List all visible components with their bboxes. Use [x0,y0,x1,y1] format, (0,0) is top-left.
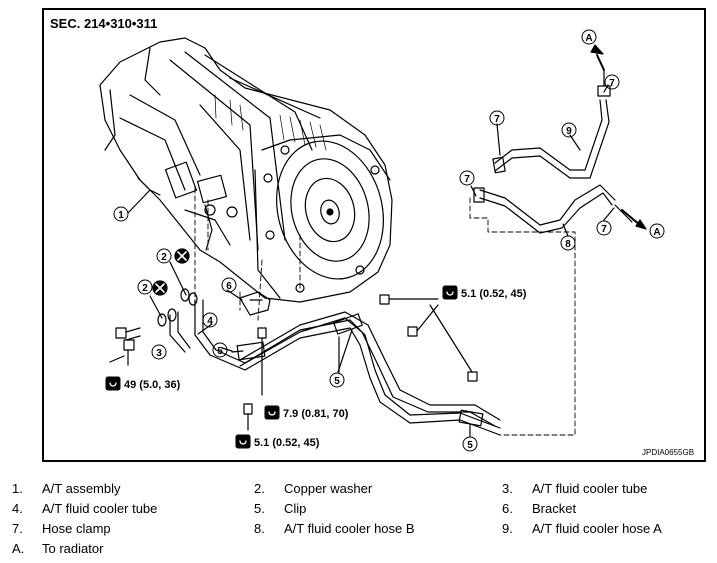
legend-key: 3. [502,481,513,496]
legend-key: 2. [254,481,265,496]
no-reuse-symbols [149,248,190,319]
callout-circle-7a [489,110,505,126]
callout-circle-5b [329,372,345,388]
legend-key: 4. [12,501,23,516]
legend-item: 5. Clip [254,501,306,516]
callout-circle-4 [202,312,218,328]
callout-4: 4 [207,316,213,327]
callout-2b: 2 [142,283,148,294]
callout-5b: 5 [334,376,340,387]
callout-5a: 5 [217,346,223,357]
callout-circle-6 [221,277,237,293]
legend-item: A. To radiator [12,541,103,556]
cooler-tubes-long [239,311,501,436]
callout-circle-1 [113,206,129,222]
legend-label: A/T fluid cooler tube [42,501,158,516]
bracket-6 [239,291,271,316]
cooler-tubes-3-4 [157,288,246,371]
torque-label-5-1-bottom: 5.1 (0.52, 45) [254,437,320,449]
legend-key: 7. [12,521,23,536]
legend-item: 2. Copper washer [254,481,372,496]
legend-item: 3. A/T fluid cooler tube [502,481,647,496]
clip-5-b [333,313,363,335]
callout-circle-2a [156,248,172,264]
callout-circle-2b [137,279,153,295]
exploded-view-diagram: 1 2 2 3 4 5 5 5 6 7 7 7 7 8 9 A A 49 (5.… [99,29,665,452]
callout-circle-a2 [649,223,665,239]
diagram-frame [42,8,706,462]
at-assembly-drawing [99,37,393,303]
callout-2a: 2 [161,252,167,263]
legend-item: 1. A/T assembly [12,481,121,496]
legend-label: A/T assembly [42,481,121,496]
callout-7a: 7 [494,114,500,125]
section-title: SEC. 214•310•311 [50,16,158,31]
legend-item: 8. A/T fluid cooler hose B [254,521,415,536]
callout-a2: A [653,227,660,238]
bolts [109,294,478,431]
legend-key: A. [12,541,25,556]
callout-7d: 7 [601,224,607,235]
clip-5-a [236,341,266,361]
callout-circle-5c [462,436,478,452]
torque-label-5-1-top: 5.1 (0.52, 45) [461,288,527,300]
legend-label: A/T fluid cooler hose A [532,521,662,536]
callout-circle-5a [212,342,228,358]
legend-item: 6. Bracket [502,501,576,516]
legend-key: 8. [254,521,265,536]
legend-label: Copper washer [284,481,373,496]
callout-9: 9 [566,126,572,137]
torque-symbols [105,285,458,449]
legend-label: To radiator [42,541,104,556]
callout-circle-7b [459,170,475,186]
legend-item: 7. Hose clamp [12,521,111,536]
legend-key: 6. [502,501,513,516]
callout-circle-8 [560,235,576,251]
legend-key: 1. [12,481,23,496]
legend-label: A/T fluid cooler tube [532,481,648,496]
legend-label: Clip [284,501,307,516]
cooler-hoses-8-9 [473,69,633,234]
torque-label-7-9: 7.9 (0.81, 70) [283,408,349,420]
callout-7b: 7 [464,174,470,185]
legend-label: A/T fluid cooler hose B [284,521,415,536]
callout-7c: 7 [609,78,615,89]
legend-item: 4. A/T fluid cooler tube [12,501,157,516]
legend-item: 9. A/T fluid cooler hose A [502,521,662,536]
callout-3: 3 [156,348,162,359]
parts-legend: 1. A/T assembly 2. Copper washer 3. A/T … [0,478,717,563]
legend-key: 9. [502,521,513,536]
callout-5c: 5 [467,440,473,451]
callout-8: 8 [565,239,571,250]
callout-circle-3 [151,344,167,360]
callout-circle-7d [596,220,612,236]
legend-key: 5. [254,501,265,516]
callout-1: 1 [118,210,124,221]
legend-label: Bracket [532,501,577,516]
callout-6: 6 [226,281,232,292]
callout-a1: A [585,33,592,44]
callout-circle-9 [561,122,577,138]
legend-label: Hose clamp [42,521,111,536]
callout-circle-7c [604,74,620,90]
torque-label-49: 49 (5.0, 36) [124,379,181,391]
figure-id: JPDIA0655GB [642,448,695,457]
callout-circle-a1 [581,29,597,45]
